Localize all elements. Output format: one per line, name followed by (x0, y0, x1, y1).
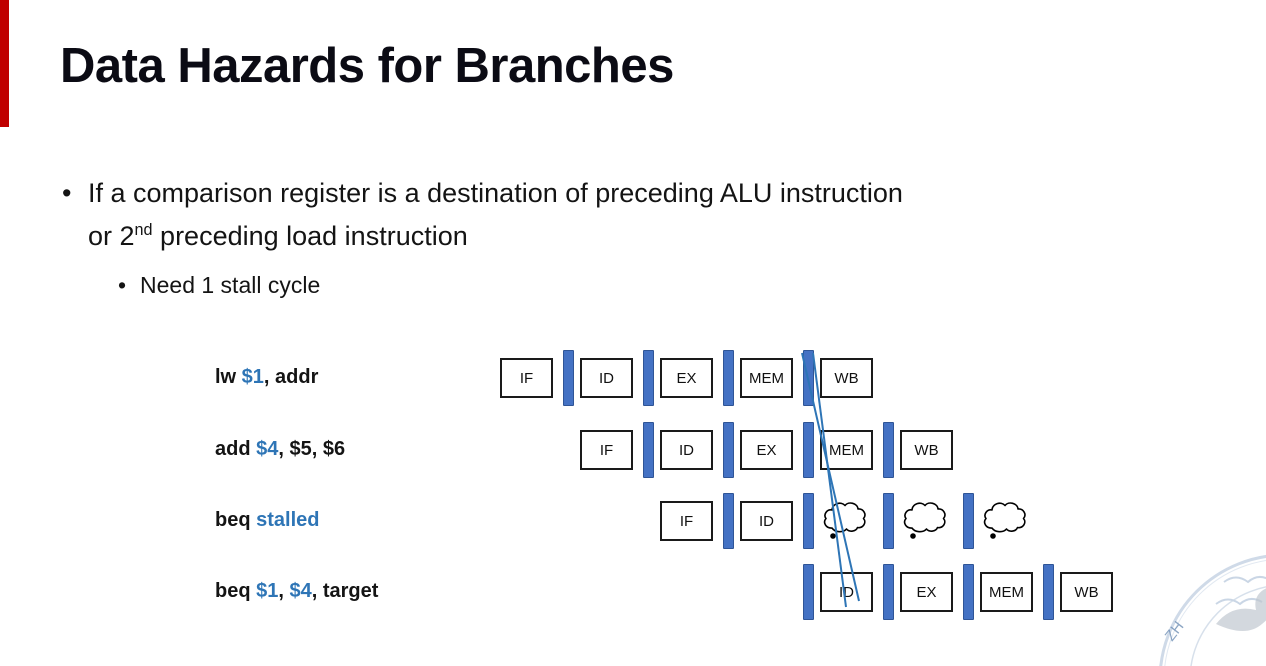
stall-cloud (898, 497, 952, 543)
university-seal-icon: ZH (1159, 554, 1266, 666)
bullet-main-superscript: nd (134, 220, 153, 239)
pipeline-register-bar (803, 350, 814, 406)
instruction-text: beq (215, 509, 257, 531)
instruction-text: beq (215, 580, 257, 602)
pipeline-stage-id: ID (820, 572, 873, 612)
red-accent-stripe (0, 0, 9, 127)
pipeline-stage-ex: EX (900, 572, 953, 612)
university-seal-watermark: ZH (1120, 520, 1266, 666)
instruction-label: beq stalled (215, 509, 319, 532)
instruction-text: , $5, $6 (278, 438, 346, 460)
instruction-text: , target (311, 580, 379, 602)
pipeline-register-bar (723, 422, 734, 478)
pipeline-register-bar (1043, 564, 1054, 620)
instruction-text: add (215, 438, 257, 460)
instruction-label: lw $1, addr (215, 366, 318, 389)
pipeline-register-bar (883, 564, 894, 620)
pipeline-stage-id: ID (740, 501, 793, 541)
bullet-main-line2-pre: or 2 (88, 220, 135, 251)
pipeline-register-bar (963, 564, 974, 620)
pipeline-stage-if: IF (580, 430, 633, 470)
pipeline-register-bar (563, 350, 574, 406)
pipeline-stage-mem: MEM (980, 572, 1033, 612)
pipeline-register-bar (803, 564, 814, 620)
thought-cloud-icon (983, 502, 1026, 539)
pipeline-register-bar (643, 350, 654, 406)
instruction-label: beq $1, $4, target (215, 580, 378, 603)
register-highlight: $1 (241, 366, 264, 388)
pipeline-stage-if: IF (500, 358, 553, 398)
register-highlight: $4 (289, 580, 312, 602)
pipeline-stage-ex: EX (740, 430, 793, 470)
pipeline-register-bar (803, 493, 814, 549)
pipeline-stage-wb: WB (900, 430, 953, 470)
bullet-sub-text: Need 1 stall cycle (140, 272, 321, 298)
pipeline-register-bar (883, 422, 894, 478)
bullet-marker: • (62, 178, 72, 208)
bullet-item-sub: • Need 1 stall cycle (118, 271, 320, 301)
pipeline-register-bar (723, 493, 734, 549)
pipeline-stage-wb: WB (1060, 572, 1113, 612)
pipeline-stage-id: ID (660, 430, 713, 470)
instruction-label: add $4, $5, $6 (215, 438, 345, 461)
pipeline-stage-mem: MEM (820, 430, 873, 470)
pipeline-stage-mem: MEM (740, 358, 793, 398)
pipeline-stage-wb: WB (820, 358, 873, 398)
bullet-main-text: If a comparison register is a destinatio… (88, 172, 903, 257)
register-highlight: $1 (256, 580, 279, 602)
pipeline-stage-id: ID (580, 358, 633, 398)
register-highlight: stalled (256, 509, 320, 531)
instruction-text: lw (215, 366, 242, 388)
pipeline-register-bar (803, 422, 814, 478)
pipeline-register-bar (883, 493, 894, 549)
instruction-text: , addr (263, 366, 319, 388)
thought-cloud-icon (823, 502, 866, 539)
bullet-main-line1: If a comparison register is a destinatio… (88, 178, 903, 208)
register-highlight: $4 (256, 438, 279, 460)
bullet-main-line2-post: preceding load instruction (152, 220, 468, 251)
slide-title: Data Hazards for Branches (60, 39, 674, 93)
bullet-item-main: • If a comparison register is a destinat… (62, 172, 1232, 257)
pipeline-register-bar (643, 422, 654, 478)
pipeline-register-bar (723, 350, 734, 406)
stall-cloud (818, 497, 872, 543)
thought-cloud-icon (903, 502, 946, 539)
pipeline-stage-if: IF (660, 501, 713, 541)
stall-cloud (978, 497, 1032, 543)
bullet-marker: • (118, 272, 127, 298)
instruction-text: , (278, 580, 290, 602)
pipeline-register-bar (963, 493, 974, 549)
pipeline-stage-ex: EX (660, 358, 713, 398)
